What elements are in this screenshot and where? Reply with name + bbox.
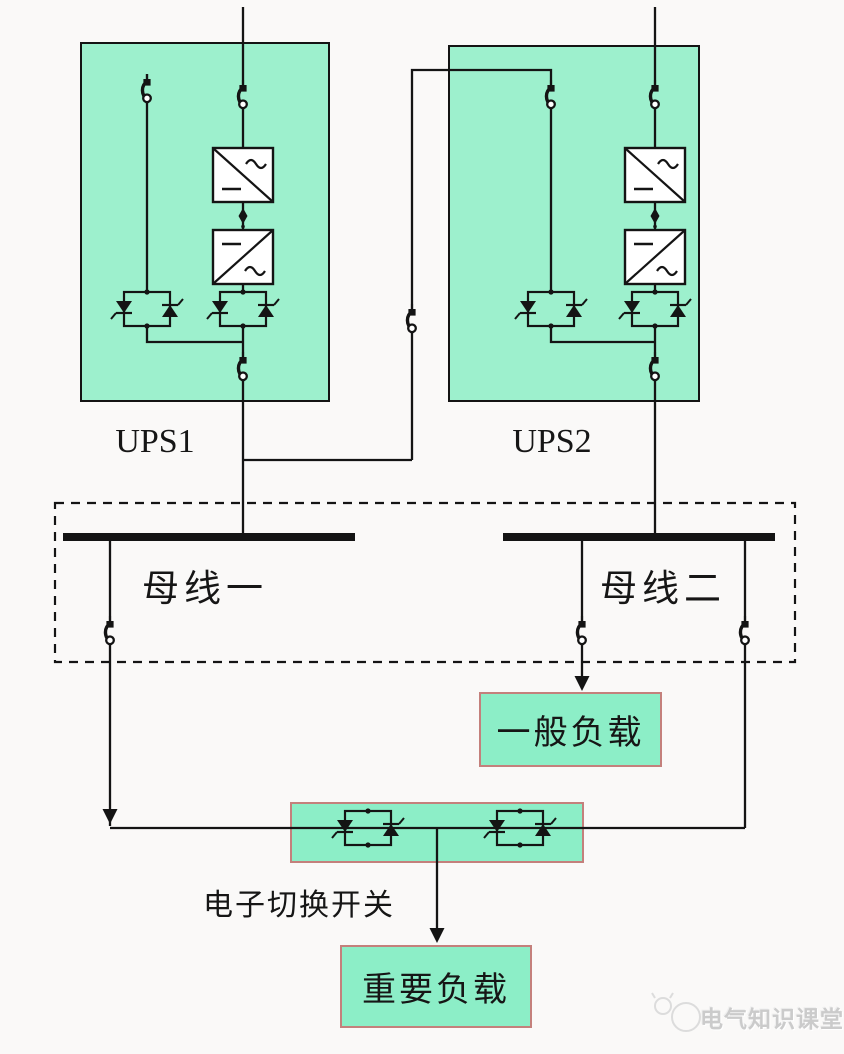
inter-ups-tie-switch-icon xyxy=(405,302,418,336)
ups1-bypass-static-switch-icon xyxy=(109,288,185,330)
wire-bypass-link xyxy=(243,68,553,462)
wire-ups2-static-join xyxy=(549,326,655,344)
ups2-inverter-icon xyxy=(623,228,687,286)
watermark-logo-icon xyxy=(651,992,701,1032)
critical-load-label: 重要负载 xyxy=(362,971,510,1009)
ups1-inverter-icon xyxy=(211,228,275,286)
ups1-battery-tap-icon xyxy=(238,208,248,229)
ups2-battery-tap-icon xyxy=(650,208,660,229)
ups2-rectifier-icon xyxy=(623,146,687,204)
ups1-bypass-switch-icon xyxy=(140,72,153,106)
wire-ups1-static-join xyxy=(145,326,243,344)
busbar-2 xyxy=(503,533,775,541)
bus1-feeder-switch-icon xyxy=(103,614,116,648)
ups2-bypass-switch-icon xyxy=(544,78,557,112)
ups1-output-switch-icon xyxy=(236,350,249,384)
critical-load-box: 重要负载 xyxy=(340,945,532,1028)
critical-load-arrow-icon xyxy=(429,928,445,943)
wiring xyxy=(108,7,747,936)
distribution-section-dashed-box xyxy=(53,501,797,664)
ups2-label: UPS2 xyxy=(512,423,592,460)
bus2-label: 母线二 xyxy=(600,568,726,609)
ups2-inverter-static-switch-icon xyxy=(617,288,693,330)
busbar-1 xyxy=(63,533,355,541)
bus1-label: 母线一 xyxy=(142,568,268,609)
transfer-switch-label: 电子切换开关 xyxy=(203,889,395,922)
ups2-input-switch-icon xyxy=(648,78,661,112)
bus2-feeder-switch-icon xyxy=(738,614,751,648)
ups1-inverter-static-switch-icon xyxy=(205,288,281,330)
ups1-label: UPS1 xyxy=(115,423,195,460)
general-load-box: 一般负载 xyxy=(479,692,662,767)
general-load-arrow-icon xyxy=(574,676,590,691)
watermark-text: 电气知识课堂 xyxy=(700,1006,844,1032)
bus1-flow-arrow-icon xyxy=(102,809,118,824)
ups1-input-switch-icon xyxy=(236,78,249,112)
general-load-label: 一般负载 xyxy=(496,714,645,752)
bus2-general-load-switch-icon xyxy=(575,614,588,648)
ups2-output-switch-icon xyxy=(648,350,661,384)
ups2-bypass-static-switch-icon xyxy=(513,288,589,330)
ups1-rectifier-icon xyxy=(211,146,275,204)
